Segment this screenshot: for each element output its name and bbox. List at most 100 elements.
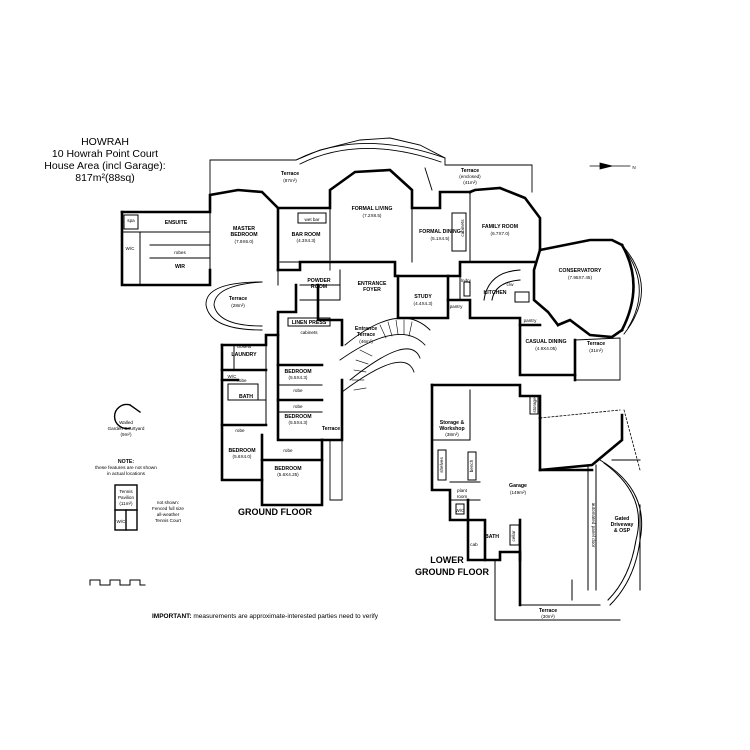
wet-bar-label: wet bar [304,217,320,222]
study-size: (4.4X4.3) [414,301,433,306]
ensuite-wc-label: W/C [126,246,136,251]
scale-bar [89,579,146,586]
shelves-label: shelves [439,457,444,473]
casual-dining-size: (4.9X4.05) [535,346,557,351]
storage-label-2: Workshop [439,426,464,432]
entrance-foyer-label: ENTRANCE [358,281,387,287]
tennis-label-2: Pavilion [118,495,135,500]
not-shown-3: all-weather [157,512,180,517]
family-room-label: FAMILY ROOM [482,224,518,230]
tennis-wc-label: W/C [117,519,127,524]
master-bedroom-label: MASTER [233,226,255,232]
entrance-terrace-label-2: Terrace [357,332,375,338]
terrace-bottom-size: (30m²) [541,614,555,619]
conservatory-label: CONSERVATORY [559,268,602,274]
ground-floor-title: GROUND FLOOR [238,507,312,517]
bedroom-3-label: BEDROOM [228,448,255,454]
gated-driveway-label-2: Driveway [611,522,634,528]
compass-label: N [632,165,635,170]
important-note: IMPORTANT: measurements are approximate-… [0,613,530,620]
lower-wc-label: W/C [456,508,466,513]
entrance-terrace-label: Entrance [355,326,377,332]
conservatory-size: (7.95X7.45) [568,275,592,280]
formal-living-label: FORMAL LIVING [352,206,393,212]
driveway-lines [539,409,641,471]
note-line-1: these features are not shown [95,465,157,471]
bedroom-3-size: (5.6X4.0) [233,454,252,459]
bedroom-2-label: BEDROOM [284,414,311,420]
automated-door-label: automated panel door [591,503,596,548]
bar-room-size: (4.3X4.3) [297,238,316,243]
not-shown-4: Tennis Court [155,518,182,523]
robe-4-label: robe [235,428,245,433]
note-line-2: in actual locations [107,471,146,477]
courtyard-size: (9m²) [121,432,132,437]
terrace-outlines [205,137,642,501]
terrace-right-size: (31m²) [589,348,603,353]
property-header: HOWRAH 10 Howrah Point Court House Area … [20,136,190,184]
terrace-mid-label: Terrace [322,426,340,432]
terrace-enclosed-label: Terrace [461,168,479,174]
entrance-terrace-size: (46m²) [359,339,373,344]
tennis-size: (11m²) [119,501,133,506]
lower-floor-title-1: LOWER [430,555,464,565]
bar-room-label: BAR ROOM [292,232,321,238]
study-label: STUDY [414,294,432,300]
gated-driveway-label-3: & OSP [614,528,631,534]
terrace-enclosed-size: (41m²) [463,180,477,185]
lower-floor-walls [430,383,624,607]
entrance-stairs [351,319,413,391]
terrace-top-label: Terrace [281,171,299,177]
cellar-label: cellar [511,530,516,541]
robe-2-label: robe [237,378,247,383]
terrace-top-size: (87m²) [283,178,297,183]
not-shown-2: Fenced full size [152,506,184,511]
terrace-left-label: Terrace [229,296,247,302]
cpw-label: c/w [507,282,515,287]
house-area-label: House Area (incl Garage): [44,160,166,172]
linen-press-label: LINEN PRESS [292,320,327,326]
ensuite-label: ENSUITE [165,220,188,226]
kitchen-pantry-label: pantry [450,304,463,309]
powder-room-label: POWDER [307,278,331,284]
bath-left-label: BATH [239,394,253,400]
powder-room-label-2: ROOM [311,284,327,290]
storage-size: (38m²) [445,432,459,437]
courtyard-label: Walled [119,420,133,425]
formal-living-size: (7.2X8.5) [363,213,382,218]
room-labels: Terrace (87m²) Terrace (enclosed) (41m²)… [126,168,634,619]
bedroom-2-size: (5.5X4.3) [289,420,308,425]
terrace-right-label: Terrace [587,341,605,347]
bedroom-4-label: BEDROOM [274,466,301,472]
spa-label: spa [127,218,135,223]
pantry-label: pantry [524,318,537,323]
bedroom-1-label: BEDROOM [284,369,311,375]
plant-room-label: plant [457,488,468,493]
property-address: 10 Howrah Point Court [51,148,159,160]
casual-dining-label: CASUAL DINING [525,339,566,345]
cab-lower-label: cab [470,542,478,547]
storage-small-label: storage [532,397,537,413]
property-name: HOWRAH [81,136,129,148]
garage-label: Garage [509,483,527,489]
tennis-label: Tennis [119,489,133,494]
compass-arrow-icon [589,162,631,170]
robe-1-label: robe [293,388,303,393]
terrace-enclosed-sub: (enclosed) [459,174,481,179]
legend: Walled Garden Courtyard (9m²) NOTE: thes… [95,420,184,524]
lower-floor-title-2: GROUND FLOOR [415,567,489,577]
master-bedroom-size: (7.9X6.0) [235,239,254,244]
garage-size: (149m²) [510,490,527,495]
important-label: IMPORTANT: [151,613,192,620]
gated-driveway-label: Gated [615,516,630,522]
robe-3-label: robe [293,404,303,409]
master-bedroom-label-2: BEDROOM [230,232,257,238]
bedroom-4-size: (5.6X4.25) [277,472,299,477]
closets-label: closets [237,344,252,349]
ground-floor-walls [120,168,635,507]
legend-graphics [113,403,141,531]
family-room-size: (6.7X7.0) [491,231,510,236]
not-shown-1: not shown: [157,500,179,505]
laundry-label: LAUNDRY [231,352,257,358]
